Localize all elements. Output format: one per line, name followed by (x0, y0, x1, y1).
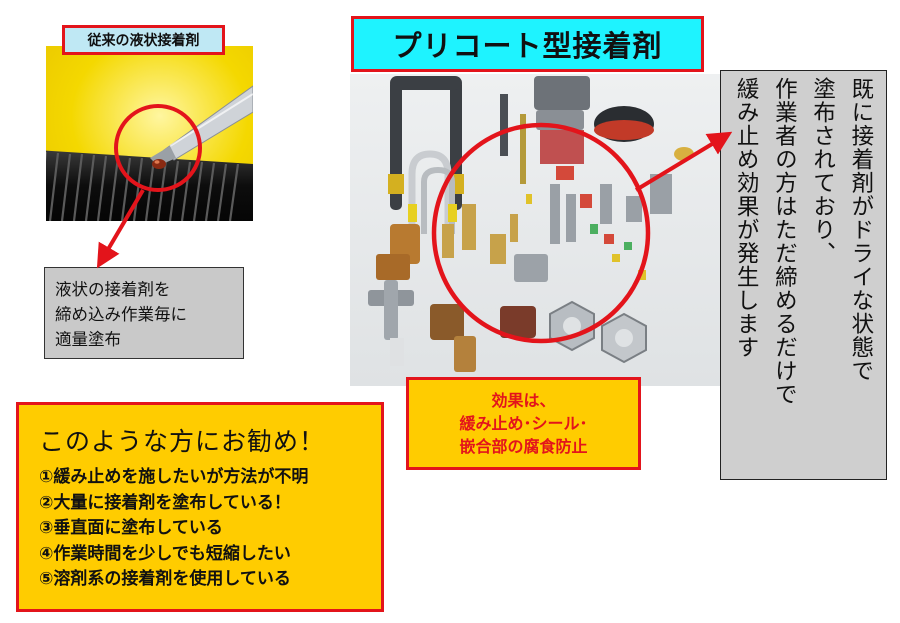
recommendation-title: このような方にお勧め！ (39, 427, 326, 456)
effect-line: 緩み止め･シール･ (459, 414, 588, 433)
conventional-liquid-label: 従来の液状接着剤 (62, 25, 225, 55)
precoat-title: プリコート型接着剤 (351, 16, 704, 72)
recommendation-item: ④作業時間を少しでも短縮したい (39, 543, 291, 564)
recommendation-item: ①緩み止めを施したいが方法が不明 (39, 467, 309, 487)
precoat-highlight-circle (431, 122, 651, 344)
recommendation-item: ⑤溶剤系の接着剤を使用している (39, 569, 291, 589)
description-column: 塗布されており、 (809, 77, 836, 265)
liquid-pointer-arrow (96, 188, 145, 269)
threaded-bolt-illustration (46, 85, 253, 221)
precoat-description-box: 既に接着剤がドライな状態で 塗布されており、 作業者の方はただ締めるだけで 緩み… (720, 70, 887, 480)
recommendation-box: このような方にお勧め！ ①緩み止めを施したいが方法が不明 ②大量に接着剤を塗布し… (16, 402, 384, 612)
effect-line: 嵌合部の腐食防止 (459, 437, 588, 456)
liquid-highlight-circle (114, 104, 202, 192)
description-column: 作業者の方はただ締めるだけで (771, 77, 798, 406)
description-column: 既に接着剤がドライな状態で (847, 77, 874, 383)
note-line: 液状の接着剤を (55, 280, 171, 299)
description-column: 緩み止め効果が発生します (733, 77, 760, 359)
liquid-adhesive-note: 液状の接着剤を 締め込み作業毎に 適量塗布 (44, 267, 244, 359)
fasteners-illustration (368, 76, 694, 372)
recommendation-item: ③垂直面に塗布している (39, 518, 223, 538)
note-line: 締め込み作業毎に (55, 305, 187, 324)
effect-box: 効果は、 緩み止め･シール･ 嵌合部の腐食防止 (406, 377, 641, 470)
recommendation-item: ②大量に接着剤を塗布している！ (39, 492, 291, 513)
liquid-adhesive-photo (46, 46, 253, 221)
note-line: 適量塗布 (55, 330, 121, 349)
precoat-pointer-arrow (634, 131, 733, 192)
effect-line: 効果は、 (491, 391, 556, 410)
